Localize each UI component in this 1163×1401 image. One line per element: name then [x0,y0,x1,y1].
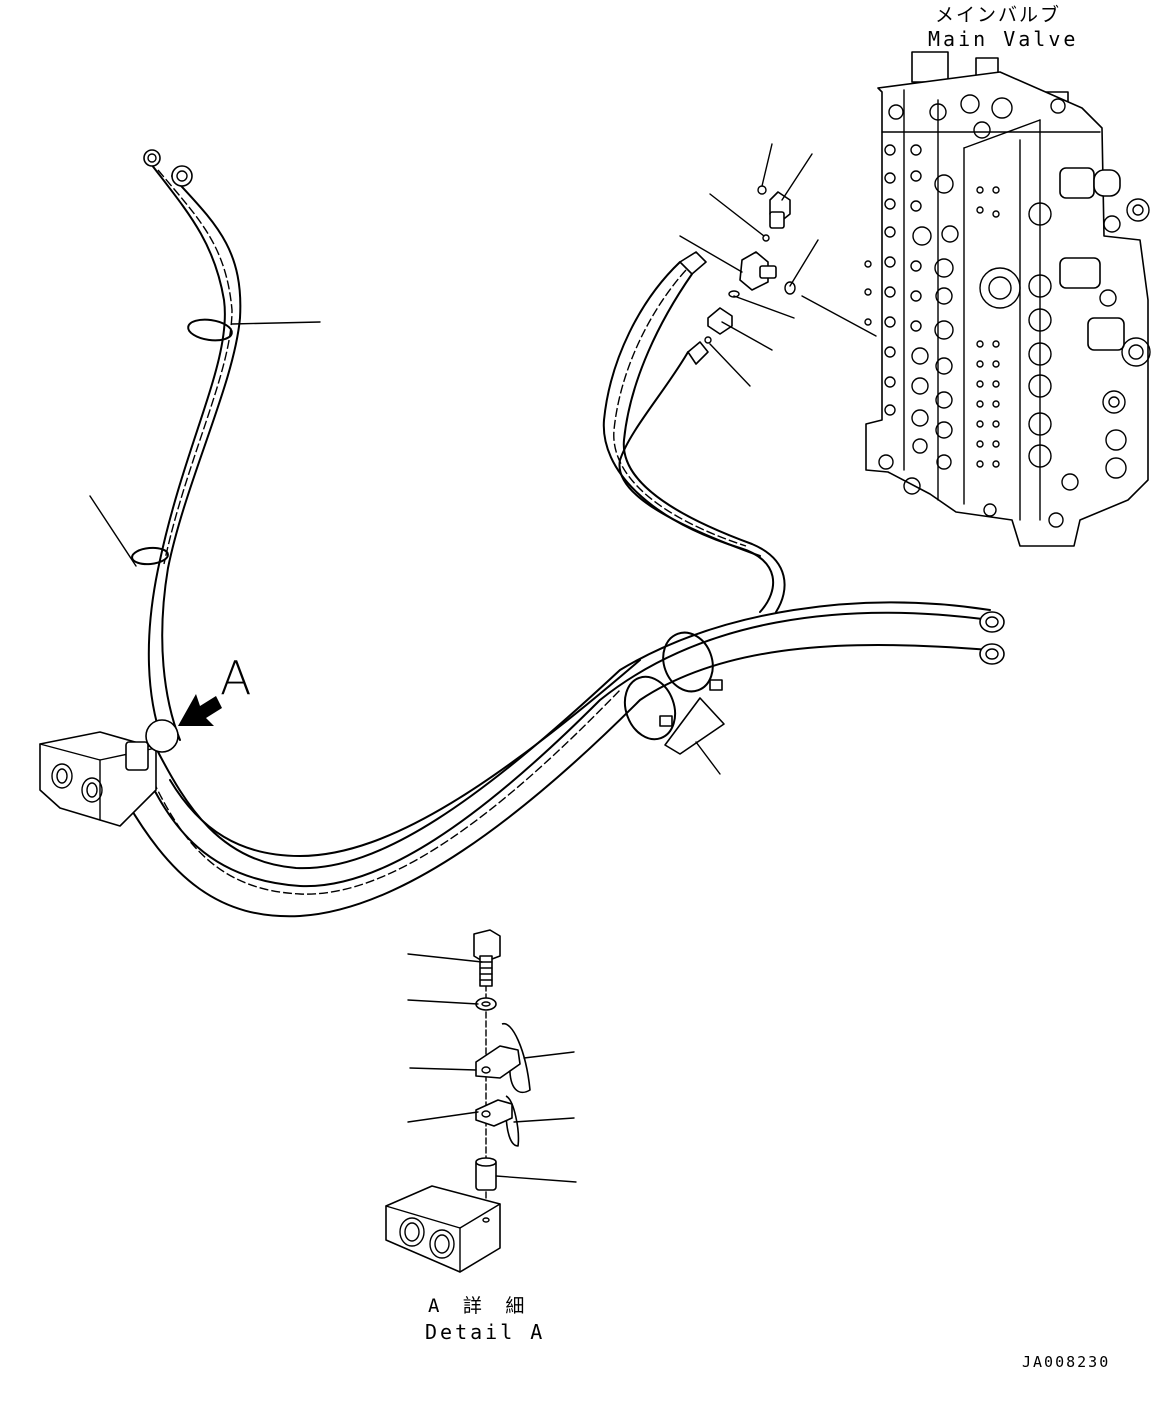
clamps [131,318,725,755]
mounting-block [39,719,179,827]
hose-bundle [119,149,1005,918]
detail-a-label-en: Detail A [425,1320,546,1344]
detail-a-label-jp: A 詳 細 [428,1295,531,1317]
view-a-arrow [178,694,222,726]
main-valve [864,51,1151,547]
main-valve-label-en: Main Valve [928,27,1079,51]
fitting-assembly [679,185,796,365]
clamp-leaders [89,321,721,775]
detail-leaders [407,953,577,1183]
leader-valve-port [801,295,877,337]
view-a-marker: A [220,651,252,705]
drawing-code: JA008230 [1022,1353,1111,1371]
detail-a [385,929,531,1273]
main-valve-label-jp: メインバルブ [935,4,1062,26]
fitting-leaders [679,143,819,387]
